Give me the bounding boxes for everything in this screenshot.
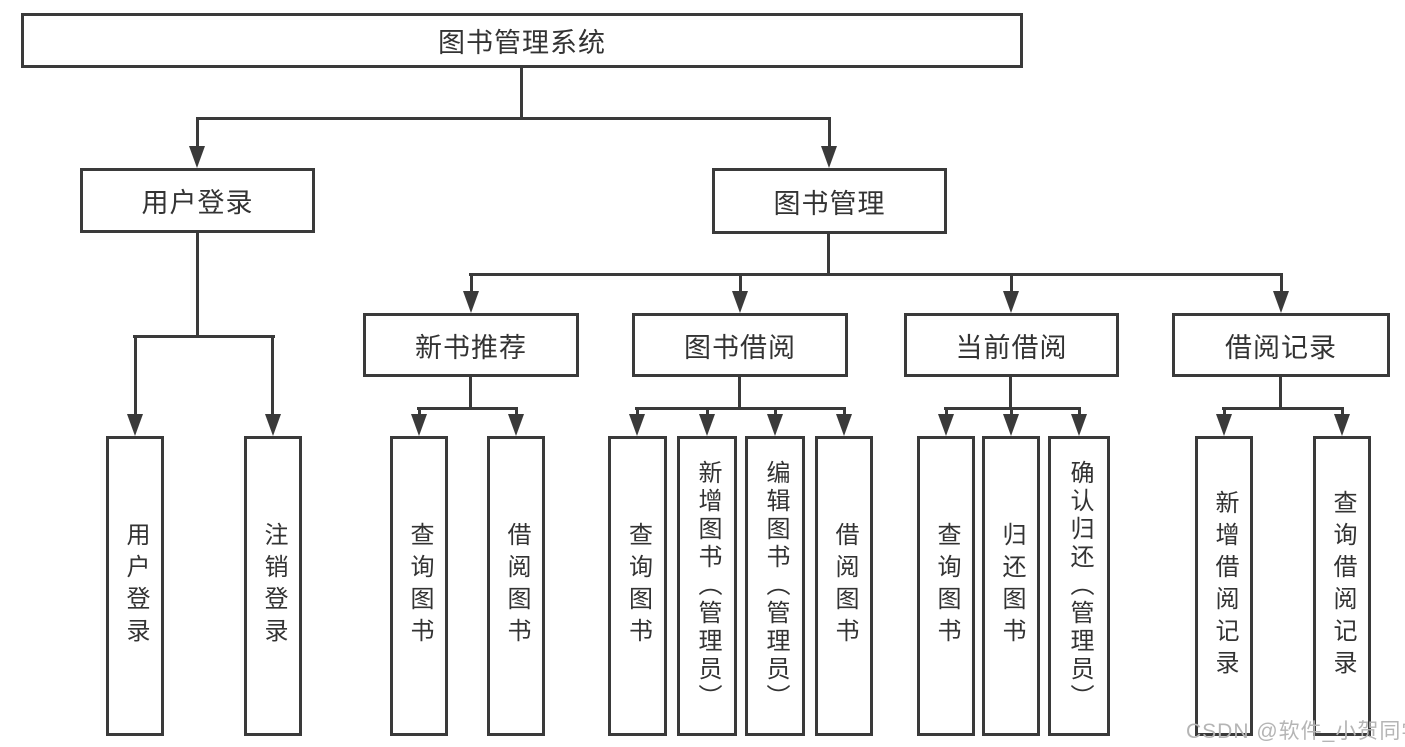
arrowhead-down-icon bbox=[463, 291, 479, 313]
node-book-management-label: 图书管理 bbox=[773, 188, 886, 219]
connector-line bbox=[828, 117, 831, 147]
leaf-recommend-query-books: 查询图书 bbox=[390, 436, 448, 736]
connector-line bbox=[843, 407, 846, 416]
connector-line bbox=[739, 273, 742, 293]
leaf-recommend-query-books-label: 查询图书 bbox=[406, 522, 433, 650]
arrowhead-down-icon bbox=[411, 414, 427, 436]
connector-line bbox=[133, 335, 275, 338]
connector-line bbox=[635, 407, 846, 410]
leaf-records-add-record: 新增借阅记录 bbox=[1195, 436, 1253, 736]
leaf-user-login: 用户登录 bbox=[106, 436, 164, 736]
connector-line bbox=[417, 407, 518, 410]
arrowhead-down-icon bbox=[767, 414, 783, 436]
leaf-logout: 注销登录 bbox=[244, 436, 302, 736]
leaf-current-confirm-return-admin: 确认归还（管理员） bbox=[1048, 436, 1110, 736]
arrowhead-down-icon bbox=[821, 146, 837, 168]
connector-line bbox=[1010, 273, 1013, 293]
arrowhead-down-icon bbox=[189, 146, 205, 168]
connector-line bbox=[469, 377, 472, 408]
leaf-borrow-add-books-admin-label: 新增图书（管理员） bbox=[694, 460, 721, 712]
node-root: 图书管理系统 bbox=[21, 13, 1023, 68]
node-book-management: 图书管理 bbox=[712, 168, 947, 234]
arrowhead-down-icon bbox=[732, 291, 748, 313]
arrowhead-down-icon bbox=[265, 414, 281, 436]
node-book-borrow-label: 图书借阅 bbox=[684, 332, 796, 363]
connector-line bbox=[706, 407, 709, 416]
arrowhead-down-icon bbox=[629, 414, 645, 436]
connector-line bbox=[945, 407, 948, 416]
leaf-borrow-query-books: 查询图书 bbox=[608, 436, 667, 736]
node-current-borrow: 当前借阅 bbox=[904, 313, 1119, 377]
leaf-borrow-query-books-label: 查询图书 bbox=[624, 522, 652, 650]
leaf-borrow-edit-books-admin: 编辑图书（管理员） bbox=[745, 436, 805, 736]
leaf-records-query-record-label: 查询借阅记录 bbox=[1329, 490, 1356, 682]
leaf-current-confirm-return-admin-label: 确认归还（管理员） bbox=[1066, 460, 1093, 712]
connector-line bbox=[515, 407, 518, 416]
connector-line bbox=[520, 67, 523, 118]
leaf-user-login-label: 用户登录 bbox=[122, 522, 149, 650]
leaf-logout-label: 注销登录 bbox=[260, 522, 287, 650]
leaf-current-query-books: 查询图书 bbox=[917, 436, 975, 736]
leaf-borrow-add-books-admin: 新增图书（管理员） bbox=[677, 436, 737, 736]
connector-line bbox=[1010, 407, 1013, 416]
connector-line bbox=[738, 377, 741, 408]
connector-line bbox=[469, 273, 1283, 276]
node-user-login: 用户登录 bbox=[80, 168, 315, 233]
arrowhead-down-icon bbox=[508, 414, 524, 436]
leaf-current-return-books: 归还图书 bbox=[982, 436, 1040, 736]
leaf-records-query-record: 查询借阅记录 bbox=[1313, 436, 1371, 736]
arrowhead-down-icon bbox=[127, 414, 143, 436]
arrowhead-down-icon bbox=[1003, 291, 1019, 313]
connector-line bbox=[418, 407, 421, 416]
connector-line bbox=[1222, 407, 1344, 410]
arrowhead-down-icon bbox=[699, 414, 715, 436]
leaf-current-return-books-label: 归还图书 bbox=[998, 522, 1025, 650]
leaf-borrow-edit-books-admin-label: 编辑图书（管理员） bbox=[762, 460, 789, 712]
connector-line bbox=[827, 234, 830, 274]
connector-line bbox=[196, 117, 831, 120]
arrowhead-down-icon bbox=[1334, 414, 1350, 436]
connector-line bbox=[1279, 377, 1282, 408]
connector-line bbox=[196, 233, 199, 337]
arrowhead-down-icon bbox=[1071, 414, 1087, 436]
node-current-borrow-label: 当前借阅 bbox=[955, 332, 1068, 363]
arrowhead-down-icon bbox=[836, 414, 852, 436]
connector-line bbox=[636, 407, 639, 416]
node-new-book-recommend-label: 新书推荐 bbox=[415, 332, 527, 363]
connector-line bbox=[470, 273, 473, 293]
node-user-login-label: 用户登录 bbox=[141, 188, 254, 218]
node-book-borrow: 图书借阅 bbox=[632, 313, 848, 377]
leaf-records-add-record-label: 新增借阅记录 bbox=[1211, 490, 1238, 682]
arrowhead-down-icon bbox=[1216, 414, 1232, 436]
arrowhead-down-icon bbox=[938, 414, 954, 436]
leaf-borrow-borrow-books-label: 借阅图书 bbox=[831, 522, 858, 650]
connector-line bbox=[1280, 273, 1283, 293]
node-borrow-records-label: 借阅记录 bbox=[1225, 332, 1337, 363]
connector-line bbox=[1341, 407, 1344, 416]
connector-line bbox=[271, 335, 274, 416]
node-root-label: 图书管理系统 bbox=[438, 28, 606, 58]
leaf-recommend-borrow-books-label: 借阅图书 bbox=[503, 522, 530, 650]
connector-line bbox=[196, 117, 199, 147]
node-borrow-records: 借阅记录 bbox=[1172, 313, 1390, 377]
connector-line bbox=[1223, 407, 1226, 416]
connector-line bbox=[134, 335, 137, 416]
connector-line bbox=[1078, 407, 1081, 416]
connector-line bbox=[1009, 377, 1012, 408]
connector-line bbox=[774, 407, 777, 416]
arrowhead-down-icon bbox=[1003, 414, 1019, 436]
node-new-book-recommend: 新书推荐 bbox=[363, 313, 579, 377]
leaf-recommend-borrow-books: 借阅图书 bbox=[487, 436, 545, 736]
leaf-current-query-books-label: 查询图书 bbox=[933, 522, 960, 650]
arrowhead-down-icon bbox=[1273, 291, 1289, 313]
csdn-watermark: CSDN @软件_小贺同学 bbox=[1186, 720, 1405, 743]
leaf-borrow-borrow-books: 借阅图书 bbox=[815, 436, 873, 736]
